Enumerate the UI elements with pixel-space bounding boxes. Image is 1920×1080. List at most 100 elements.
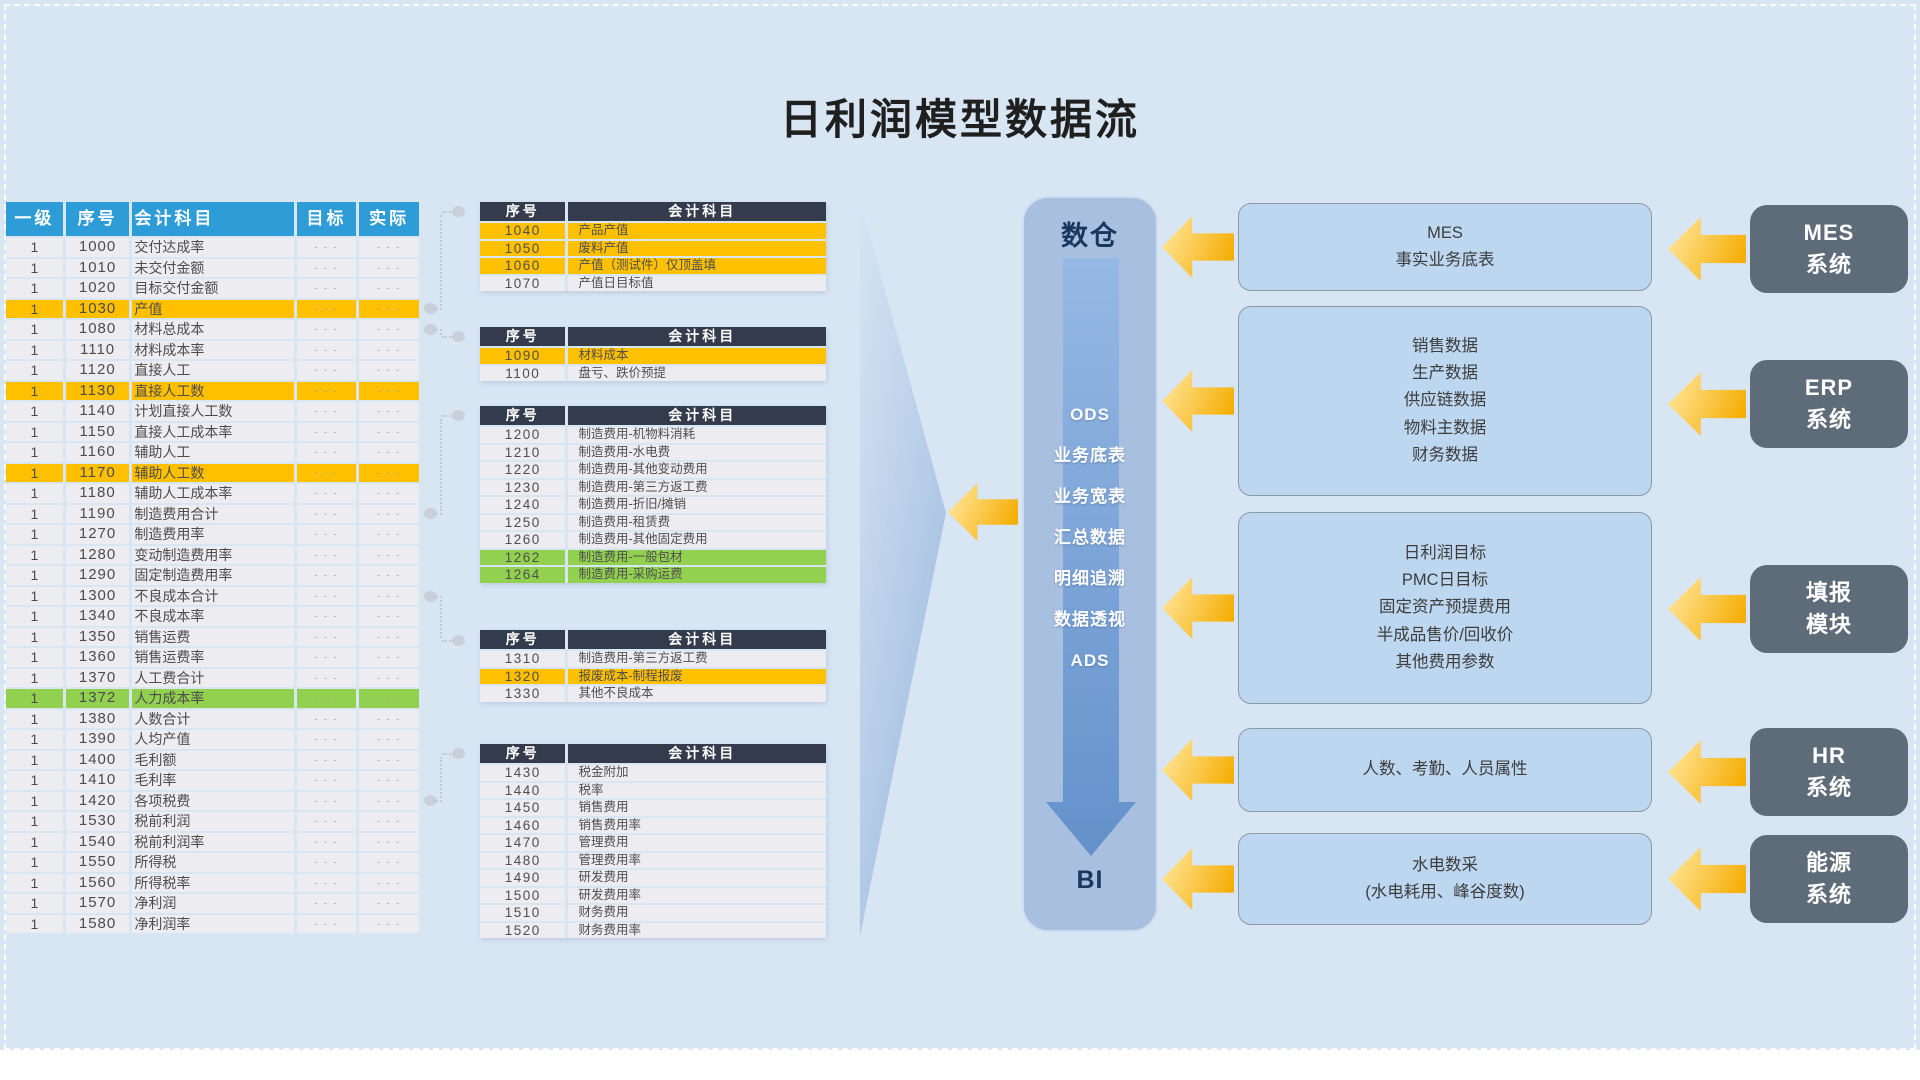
source-data-box: 人数、考勤、人员属性 (1238, 728, 1652, 812)
cell-actual: - - - (359, 853, 420, 872)
connector-line (440, 419, 442, 511)
connector-line (432, 596, 442, 598)
cell-name: 制造费用-其他变动费用 (568, 462, 826, 478)
cell-name: 报废成本-制程报废 (568, 668, 826, 684)
box-line: 事实业务底表 (1395, 251, 1495, 269)
cell-actual: - - - (359, 607, 420, 626)
cell-name: 辅助人工成本率 (132, 484, 294, 503)
cell-name: 净利润 (132, 894, 294, 913)
cell-actual: - - - (359, 648, 420, 667)
cell-actual: - - - (359, 750, 420, 769)
cell-actual: - - - (359, 422, 420, 441)
cell-actual: - - - (359, 361, 420, 380)
box-line: 销售数据 (1412, 336, 1478, 355)
cell-code: 1000 (65, 238, 130, 257)
box-line: MES (1427, 223, 1463, 242)
box-text: MES 事实业务底表 (1396, 220, 1495, 274)
cell-target: - - - (296, 894, 357, 913)
cell-level: 1 (6, 299, 63, 318)
column-header: 序号 (480, 327, 566, 346)
cell-code: 1030 (65, 299, 130, 318)
warehouse-stage: 汇总数据 (1054, 528, 1126, 547)
column-header: 会计科目 (568, 406, 826, 425)
cell-code: 1350 (65, 627, 130, 646)
table-header-row: 序号会计科目 (480, 406, 826, 425)
warehouse-stage: 明细追溯 (1054, 569, 1126, 588)
cell-code: 1110 (65, 340, 130, 359)
cell-target: - - - (296, 566, 357, 585)
box-line: PMC日目标 (1401, 571, 1489, 590)
connector-dot (424, 591, 437, 602)
connector-dot (452, 331, 465, 342)
cell-level: 1 (6, 545, 63, 564)
connector-line (440, 333, 442, 335)
cell-level: 1 (6, 648, 63, 667)
connector-dot (424, 324, 437, 335)
cell-target: - - - (296, 484, 357, 503)
source-data-box: 销售数据生产数据供应链数据物料主数据财务数据 (1238, 306, 1652, 496)
cell-name: 目标交付金额 (132, 279, 294, 298)
cell-level: 1 (6, 238, 63, 257)
cell-code: 1160 (65, 443, 130, 462)
column-header: 目标 (296, 202, 357, 236)
cell-code: 1130 (65, 381, 130, 400)
cell-name: 毛利额 (132, 750, 294, 769)
label-line: 系统 (1805, 882, 1852, 907)
cell-code: 1470 (480, 835, 566, 851)
cell-level: 1 (6, 484, 63, 503)
cell-actual: - - - (359, 258, 420, 277)
system-label-text: 能源系统 (1806, 847, 1852, 911)
cell-name: 制造费用合计 (132, 504, 294, 523)
cell-code: 1010 (65, 258, 130, 277)
column-header: 序号 (65, 202, 130, 236)
cell-target: - - - (296, 320, 357, 339)
cell-name: 固定制造费用率 (132, 566, 294, 585)
cell-code: 1230 (480, 479, 566, 495)
cell-level: 1 (6, 504, 63, 523)
label-line: HR (1812, 743, 1846, 769)
cell-target: - - - (296, 771, 357, 790)
cell-name: 制造费用-其他固定费用 (568, 532, 826, 548)
data-warehouse-title: 数仓 (1061, 221, 1119, 251)
column-header: 会计科目 (132, 202, 294, 236)
cell-target: - - - (296, 812, 357, 831)
cell-level: 1 (6, 689, 63, 708)
cell-actual: - - - (359, 586, 420, 605)
cell-name: 计划直接人工数 (132, 402, 294, 421)
cell-code: 1170 (65, 463, 130, 482)
cell-code: 1090 (480, 348, 566, 364)
cell-target: - - - (296, 258, 357, 277)
cell-actual: - - - (359, 279, 420, 298)
cell-code: 1260 (480, 532, 566, 548)
connector-line (440, 215, 442, 306)
cell-target: - - - (296, 422, 357, 441)
cell-code: 1100 (480, 365, 566, 381)
cell-code: 1320 (480, 668, 566, 684)
cell-actual: - - - (359, 689, 420, 708)
cell-level: 1 (6, 853, 63, 872)
cell-code: 1040 (480, 223, 566, 239)
cell-target: - - - (296, 361, 357, 380)
